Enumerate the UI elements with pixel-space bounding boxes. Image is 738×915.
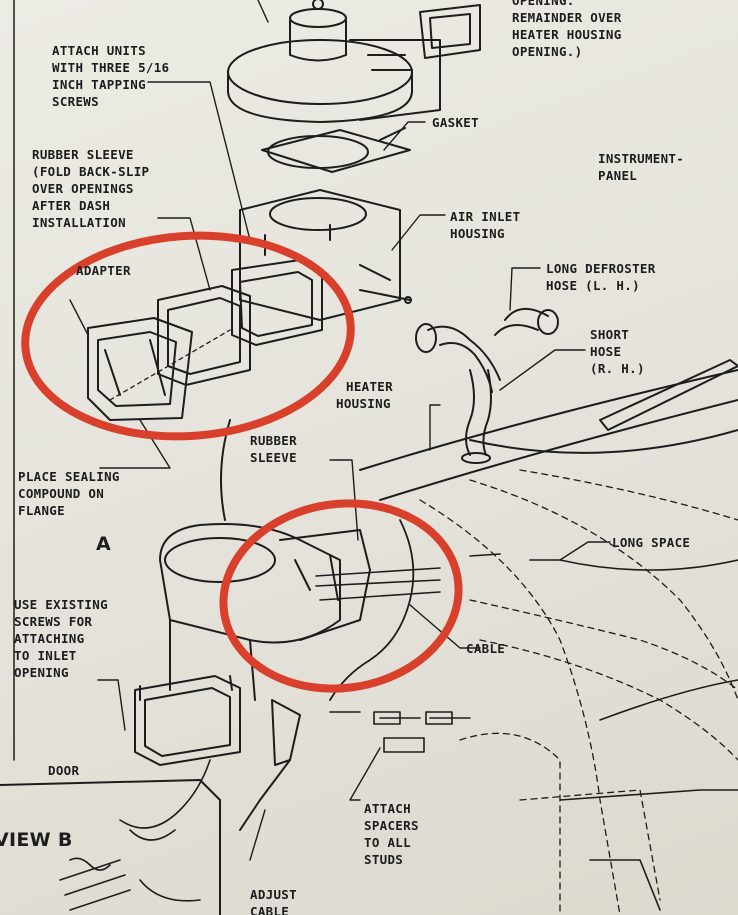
label-gasket: GASKET [432,115,479,130]
label-use-existing-screws: USE EXISTING SCREWS FOR ATTACHING TO INL… [14,597,108,680]
adapter-box-b [157,285,251,386]
label-air-inlet-housing: AIR INLET HOUSING [450,209,521,241]
label-adjust-cable: ADJUST CABLE [250,887,297,915]
heater-housing-lower [159,419,371,701]
label-adapter: ADAPTER [76,263,131,278]
label-cable: CABLE [466,641,506,656]
leader-lines [69,0,611,861]
adapter-box-a [87,317,193,421]
label-long-defroster-hose: LONG DEFROSTER HOSE (L. H.) [546,261,656,293]
label-place-sealing: PLACE SEALING COMPOUND ON FLANGE [18,469,120,518]
label-view-b: VIEW B [0,829,73,851]
body-outline-dashed [419,469,738,915]
blower-unit-top [227,0,481,123]
view-b-border [0,779,221,915]
label-door: DOOR [48,763,80,778]
label-heater-housing: HEATER HOUSING [336,379,393,411]
label-long-spacer: LONG SPACE [612,535,691,550]
air-inlet-housing [239,189,412,321]
body-outline [559,559,738,911]
inlet-opening-lower [134,675,241,766]
highlight-circle-cable [219,499,463,693]
highlight-circle-adapter [21,231,355,441]
label-section-a: A [96,533,112,555]
highlight-circles [21,231,463,693]
cable-line [329,519,415,701]
studs-spacers [315,553,561,753]
label-attach-units: ATTACH UNITS WITH THREE 5/16 INCH TAPPIN… [52,43,170,109]
label-rubber-sleeve-top: RUBBER SLEEVE (FOLD BACK-SLIP OVER OPENI… [32,147,150,230]
gasket-drawing [261,127,411,173]
label-rubber-sleeve-mid: RUBBER SLEEVE [250,433,297,465]
rubber-sleeve-box-upper [231,259,323,346]
label-attach-spacers: ATTACH SPACERS TO ALL STUDS [364,801,419,867]
label-top-right: OPENING. REMAINDER OVER HEATER HOUSING O… [512,0,622,59]
door-lever [239,699,301,831]
instrument-panel [359,359,738,501]
defroster-hoses [415,308,559,464]
view-b-spring [59,759,211,911]
label-instrument-panel: INSTRUMENT- PANEL [598,151,685,183]
label-short-hose: SHORT HOSE (R. H.) [590,327,645,376]
